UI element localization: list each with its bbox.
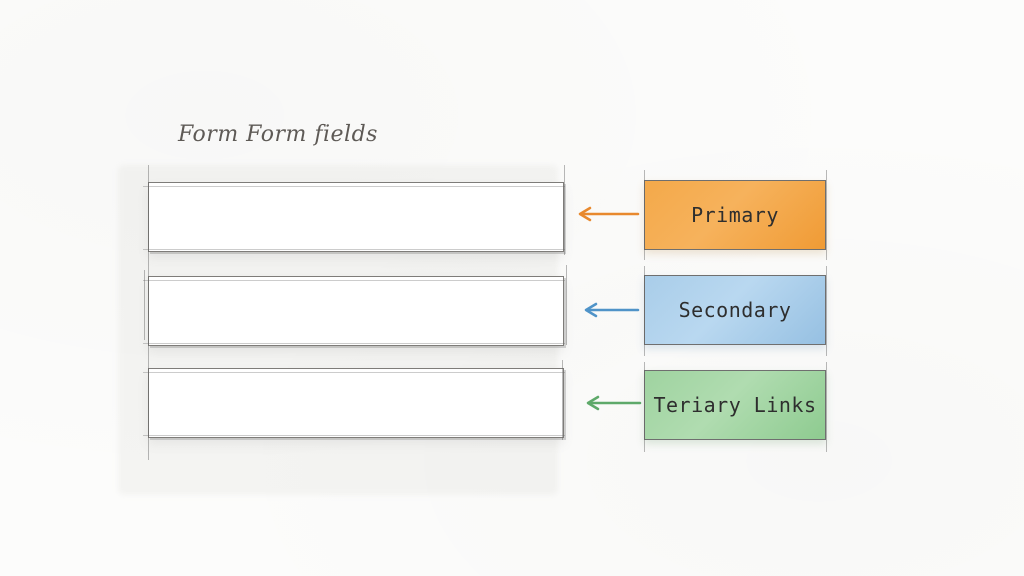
- guide-line-right-2: [566, 265, 567, 345]
- arrow-tertiary: [586, 395, 642, 411]
- secondary-box: Secondary: [644, 275, 826, 345]
- secondary-label: Secondary: [678, 298, 792, 322]
- guide-line-right-3: [562, 360, 563, 440]
- box-guide-primary-right: [826, 170, 827, 260]
- form-field-3: [143, 368, 565, 438]
- box-guide-secondary-left: [644, 266, 645, 356]
- box-guide-primary-left: [644, 170, 645, 260]
- tertiary-label: Teriary Links: [653, 393, 817, 417]
- guide-line-left: [148, 165, 149, 460]
- primary-label: Primary: [691, 203, 779, 227]
- box-guide-tertiary-left: [644, 362, 645, 452]
- arrow-secondary: [584, 302, 640, 318]
- tertiary-box: Teriary Links: [644, 370, 826, 440]
- diagram-title: Form Form fields: [178, 122, 378, 147]
- arrow-primary: [578, 206, 640, 222]
- primary-box: Primary: [644, 180, 826, 250]
- guide-line-inner-left: [144, 270, 145, 340]
- box-guide-secondary-right: [826, 266, 827, 356]
- guide-line-right: [564, 165, 565, 255]
- form-field-2: [143, 276, 565, 346]
- form-field-1: [143, 182, 565, 252]
- box-guide-tertiary-right: [826, 362, 827, 452]
